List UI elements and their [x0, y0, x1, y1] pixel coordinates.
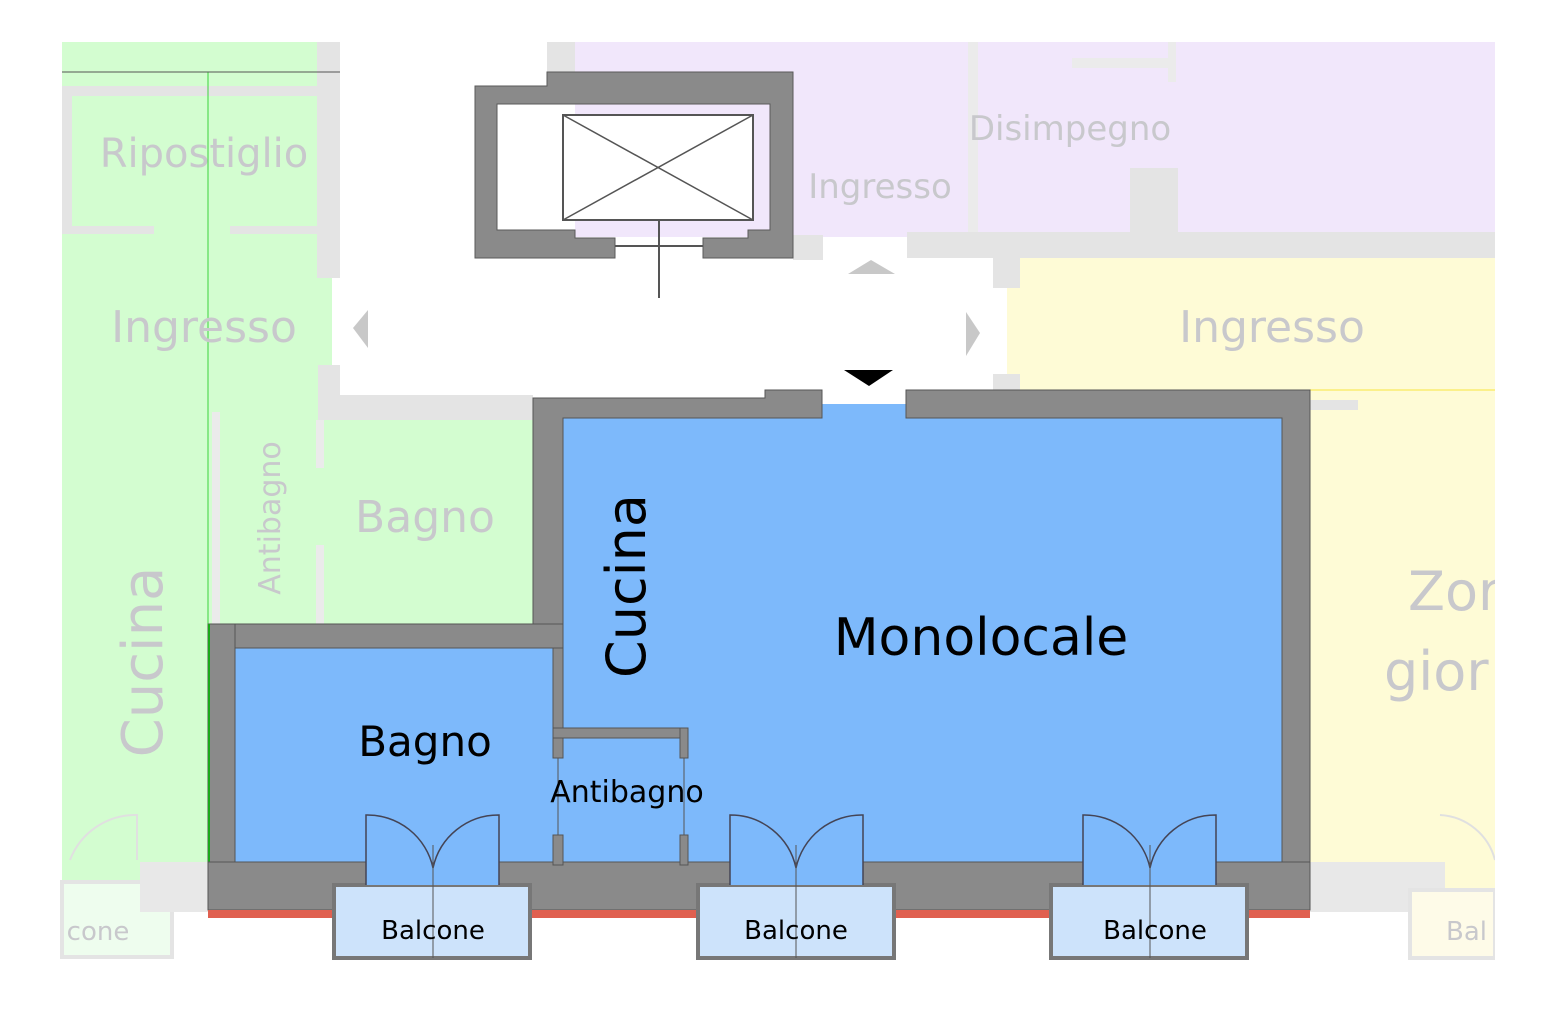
faded-wall	[316, 545, 324, 625]
door-icon	[69, 813, 138, 861]
faded-wall	[62, 86, 317, 96]
room-label-kitchen: Cucina	[595, 494, 658, 678]
faded-wall	[140, 862, 210, 912]
elevator-car-icon	[562, 114, 754, 221]
room-label-storage: Ripostiglio	[100, 131, 309, 177]
wall	[207, 623, 236, 865]
balcony-2[interactable]: Balcone	[696, 814, 896, 960]
wall	[552, 647, 564, 759]
french-door-icon[interactable]	[365, 814, 500, 885]
balcony-label: cone	[67, 917, 130, 947]
balcony-label: Balcone	[1103, 916, 1207, 946]
faded-wall	[1168, 42, 1176, 82]
page-margin	[1495, 0, 1564, 1020]
railing	[498, 910, 735, 918]
faded-wall	[993, 258, 1020, 288]
faded-wall	[62, 226, 154, 234]
faded-wall	[230, 226, 317, 234]
neighbor-west-bath-area	[210, 400, 535, 625]
wall	[679, 834, 689, 866]
wall	[552, 727, 689, 739]
room-label-kitchen: Cucina	[111, 567, 176, 758]
arrow-right-icon[interactable]	[966, 312, 980, 356]
room-label-antebath: Antibagno	[550, 775, 703, 810]
entrance-marker-icon	[844, 370, 893, 386]
room-label-bathroom: Bagno	[355, 492, 495, 543]
faded-wall	[318, 395, 533, 420]
wall	[552, 834, 564, 866]
faded-wall	[907, 232, 1495, 258]
arrow-up-icon[interactable]	[848, 260, 895, 274]
railing	[1213, 910, 1310, 918]
neighbor-east-area	[1310, 390, 1495, 890]
faded-wall	[317, 42, 340, 278]
railing	[208, 910, 368, 918]
balcony-1[interactable]: Balcone	[332, 814, 532, 960]
room-label-hallway: Disimpegno	[969, 109, 1171, 149]
balcony-3[interactable]: Balcone	[1049, 814, 1249, 960]
wall	[207, 623, 564, 649]
elevator	[474, 71, 794, 298]
faded-wall	[793, 235, 823, 260]
french-door-icon[interactable]	[729, 814, 864, 885]
room-label-entrance: Ingresso	[1179, 302, 1365, 353]
room-label-antebath: Antibagno	[253, 441, 288, 594]
faded-wall	[968, 42, 978, 232]
neighbor-east-unit[interactable]: Ingresso Zor gior Bal	[993, 0, 1564, 1020]
neighbor-east-area	[1007, 258, 1495, 390]
room-label-bathroom: Bagno	[358, 717, 492, 766]
room-label-main: Monolocale	[834, 608, 1129, 668]
balcony-floor	[1049, 883, 1249, 960]
room-label-entrance: Ingresso	[111, 302, 297, 353]
faded-wall	[212, 412, 220, 624]
room-label-living: Zor	[1408, 560, 1501, 623]
faded-wall	[62, 96, 72, 231]
railing	[862, 910, 1087, 918]
faded-wall	[547, 42, 575, 72]
door-icon	[1439, 814, 1496, 861]
faded-wall	[1130, 168, 1178, 233]
active-unit[interactable]: Balcone Balcone Balcone Monolocale Cucin…	[207, 389, 1311, 960]
french-door-icon[interactable]	[1082, 814, 1217, 885]
room-label-entrance: Ingresso	[808, 167, 952, 207]
room-main-floor	[563, 404, 1283, 864]
faded-wall	[316, 420, 324, 468]
arrow-left-icon[interactable]	[353, 310, 368, 348]
faded-wall	[993, 374, 1020, 392]
balcony-label: Bal	[1446, 917, 1487, 947]
balcony-label: Balcone	[744, 916, 848, 946]
elevator-wall	[474, 71, 794, 259]
room-label-living: gior	[1384, 640, 1489, 703]
faded-wall	[1310, 400, 1358, 410]
faded-wall	[1072, 58, 1172, 68]
balcony-label: Balcone	[381, 916, 485, 946]
wall	[679, 727, 689, 759]
